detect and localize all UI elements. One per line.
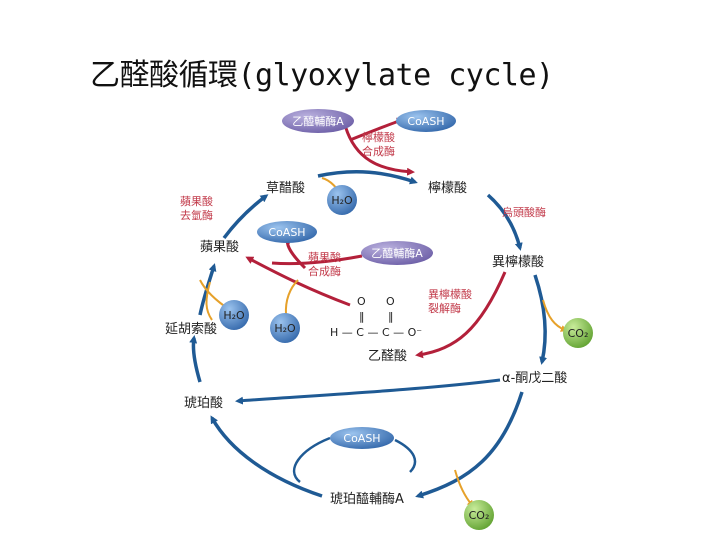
structure-formula: H — C — C — O⁻ [330,326,422,339]
arrow-succinylcoa-to-succinate [210,415,323,498]
arrow-acetylcoa-mid-to-malate-synthase [271,254,363,266]
acetyl-coa-mid-pill: 乙醯輔酶A [361,241,433,265]
arrow-oxaloacetate-to-citrate [317,170,418,185]
co2-right-bubble: CO₂ [563,318,593,348]
svg-text:乙醯輔酶A: 乙醯輔酶A [292,114,344,128]
coash-bottom-pill: CoASH [330,427,394,449]
svg-text:乙醯輔酶A: 乙醯輔酶A [371,246,423,260]
structure-dbl1: ‖ [359,310,365,323]
svg-text:CO₂: CO₂ [568,327,589,340]
isocitrate-lyase-label-2: 裂解酶 [428,301,461,315]
aconitase-label: 烏頭酸酶 [502,205,546,219]
arrow-citrate-to-isocitrate [486,193,523,251]
citrate-label: 檸檬酸 [428,181,467,196]
arrow-coash-loop-bottom [293,436,417,483]
malate-dehydrogenase-label-1: 蘋果酸 [180,194,213,208]
malate-synthase-label-1: 蘋果酸 [308,250,341,264]
svg-text:CoASH: CoASH [268,226,305,239]
citrate-synthase-label-2: 合成酶 [362,144,395,158]
svg-text:H₂O: H₂O [331,194,353,207]
structure-o1: O [357,295,366,308]
coash-top-pill: CoASH [396,110,456,132]
structure-dbl2: ‖ [388,310,394,323]
malate-synthase-label-2: 合成酶 [308,264,341,278]
glyoxylate-label: 乙醛酸 [368,348,407,364]
h2o-left2-bubble: H₂O [270,313,300,343]
isocitrate-label: 異檸檬酸 [492,255,544,270]
glyoxylate-structure: O O ‖ ‖ H — C — C — O⁻ [330,295,422,339]
svg-text:CO₂: CO₂ [469,509,490,522]
svg-text:H₂O: H₂O [274,322,296,335]
h2o-left-bubble: H₂O [219,300,249,330]
fumarate-label: 延胡索酸 [165,322,217,337]
succinate-label: 琥珀酸 [184,396,223,411]
ketoglutarate-label: α-酮戊二酸 [502,371,567,386]
structure-o2: O [386,295,395,308]
arrow-isocitrate-to-ketoglutarate [533,274,547,365]
svg-text:CoASH: CoASH [343,432,380,445]
arrow-isocitrate-to-succinate [235,378,501,405]
arrow-ketoglutarate-to-succinylcoa [415,391,524,499]
malate-label: 蘋果酸 [200,240,239,255]
arrow-acetylcoa-to-citrate-synthase [343,124,415,176]
acetyl-coa-top-pill: 乙醯輔酶A [282,109,354,133]
succinylcoa-label: 琥珀醯輔酶A [330,491,404,507]
slide-title: 乙醛酸循環(glyoxylate cycle) [90,58,554,93]
arrow-isocitrate-to-glyoxylate [415,271,507,359]
oxaloacetate-label: 草醋酸 [266,180,305,196]
malate-dehydrogenase-label-2: 去氫酶 [180,208,213,222]
arrow-fumarate-to-malate [198,263,217,316]
arrow-co2-right [542,299,568,332]
isocitrate-lyase-label-1: 異檸檬酸 [428,287,472,301]
svg-text:CoASH: CoASH [407,115,444,128]
co2-bottom-bubble: CO₂ [464,500,494,530]
arrow-succinate-to-fumarate [189,335,202,383]
arrow-malate-to-oxaloacetate [222,194,269,240]
svg-text:H₂O: H₂O [223,309,245,322]
coash-mid-pill: CoASH [257,221,317,243]
arrow-h2o-malate-synthase [284,279,299,316]
arrow-nadh-malate [205,281,213,321]
citrate-synthase-label-1: 檸檬酸 [362,130,395,144]
h2o-top-bubble: H₂O [327,185,357,215]
